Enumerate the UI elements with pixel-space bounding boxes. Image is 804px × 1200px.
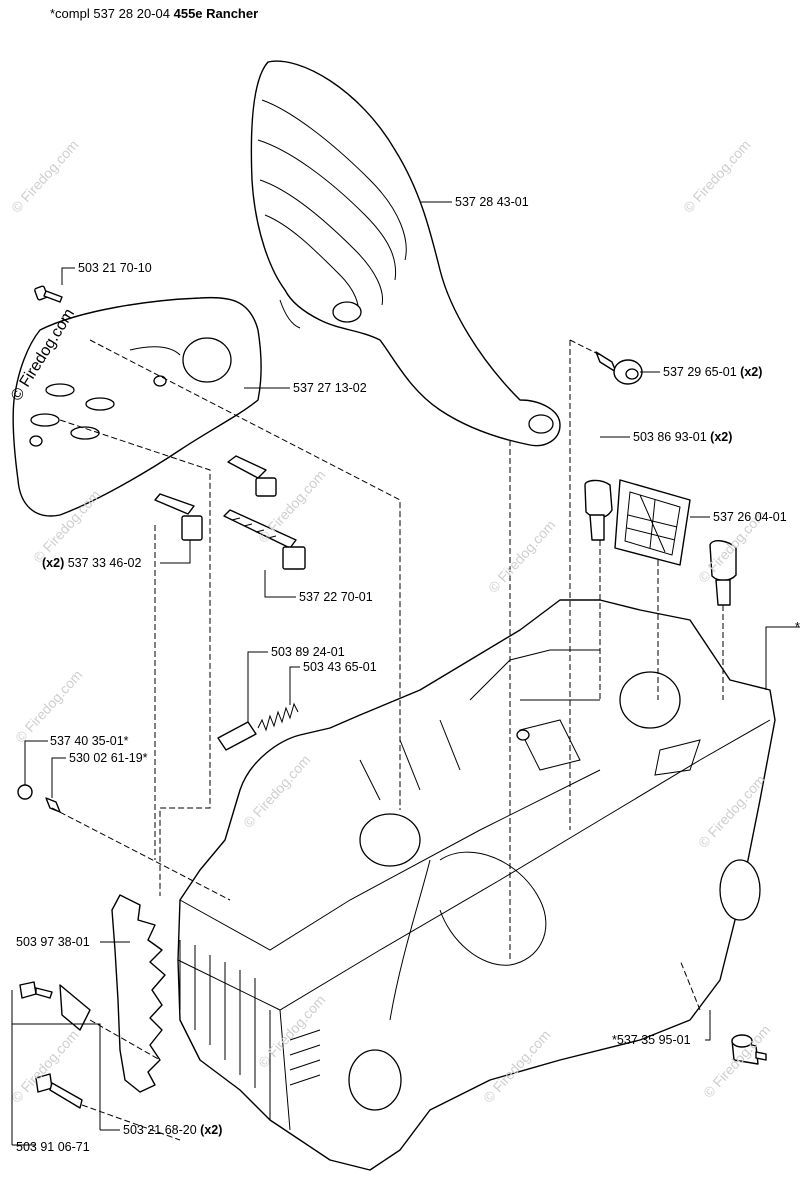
title-model: 455e Rancher: [173, 6, 259, 21]
page-title: *compl 537 28 20-04 455e Rancher: [50, 6, 258, 21]
screw-503-21-70-10-part: [34, 285, 63, 303]
part-label-dowel: (x2) 537 33 46-02: [42, 556, 142, 570]
side-cover-part: [12, 296, 262, 517]
stud-part: [584, 479, 737, 606]
pin-and-spring-part: [217, 702, 299, 751]
nut-and-screw-part: [17, 784, 61, 813]
part-label-damper: *537 35 95-01: [612, 1033, 691, 1047]
leader-lines: [11, 201, 800, 1146]
part-label-cover: 537 28 43-01: [455, 195, 529, 209]
part-label-crankcase: *: [795, 620, 800, 634]
part-label-screw-top-left: 503 21 70-10: [78, 261, 152, 275]
part-label-side-cover: 537 27 13-02: [293, 381, 367, 395]
part-label-pin: 503 89 24-01: [271, 645, 345, 659]
part-label-spike: 503 97 38-01: [16, 935, 90, 949]
bottom-screws-part: [19, 981, 91, 1109]
part-label-bolt-right: 537 29 65-01 (x2): [663, 365, 763, 379]
damper-part: [731, 1034, 767, 1065]
spike-bumper-part: [111, 894, 166, 1093]
part-label-bumper-screw: 503 91 06-71: [16, 1140, 90, 1154]
part-label-screw-bottom: 503 21 68-20 (x2): [123, 1123, 223, 1137]
crankcase-part: [177, 599, 776, 1171]
part-label-filter: 537 26 04-01: [713, 510, 787, 524]
bolt-537-29-65-01-part: [595, 351, 643, 385]
part-label-bolt-long: 537 22 70-01: [299, 590, 373, 604]
filter-537-26-04-01-part: [614, 479, 691, 566]
part-label-spring: 503 43 65-01: [303, 660, 377, 674]
part-label-stud: 503 86 93-01 (x2): [633, 430, 733, 444]
part-label-screw-small: 530 02 61-19*: [69, 751, 148, 765]
dowel-and-bolts-part: [154, 455, 306, 570]
part-label-nut-small: 537 40 35-01*: [50, 734, 129, 748]
title-prefix: *compl 537 28 20-04: [50, 6, 170, 21]
